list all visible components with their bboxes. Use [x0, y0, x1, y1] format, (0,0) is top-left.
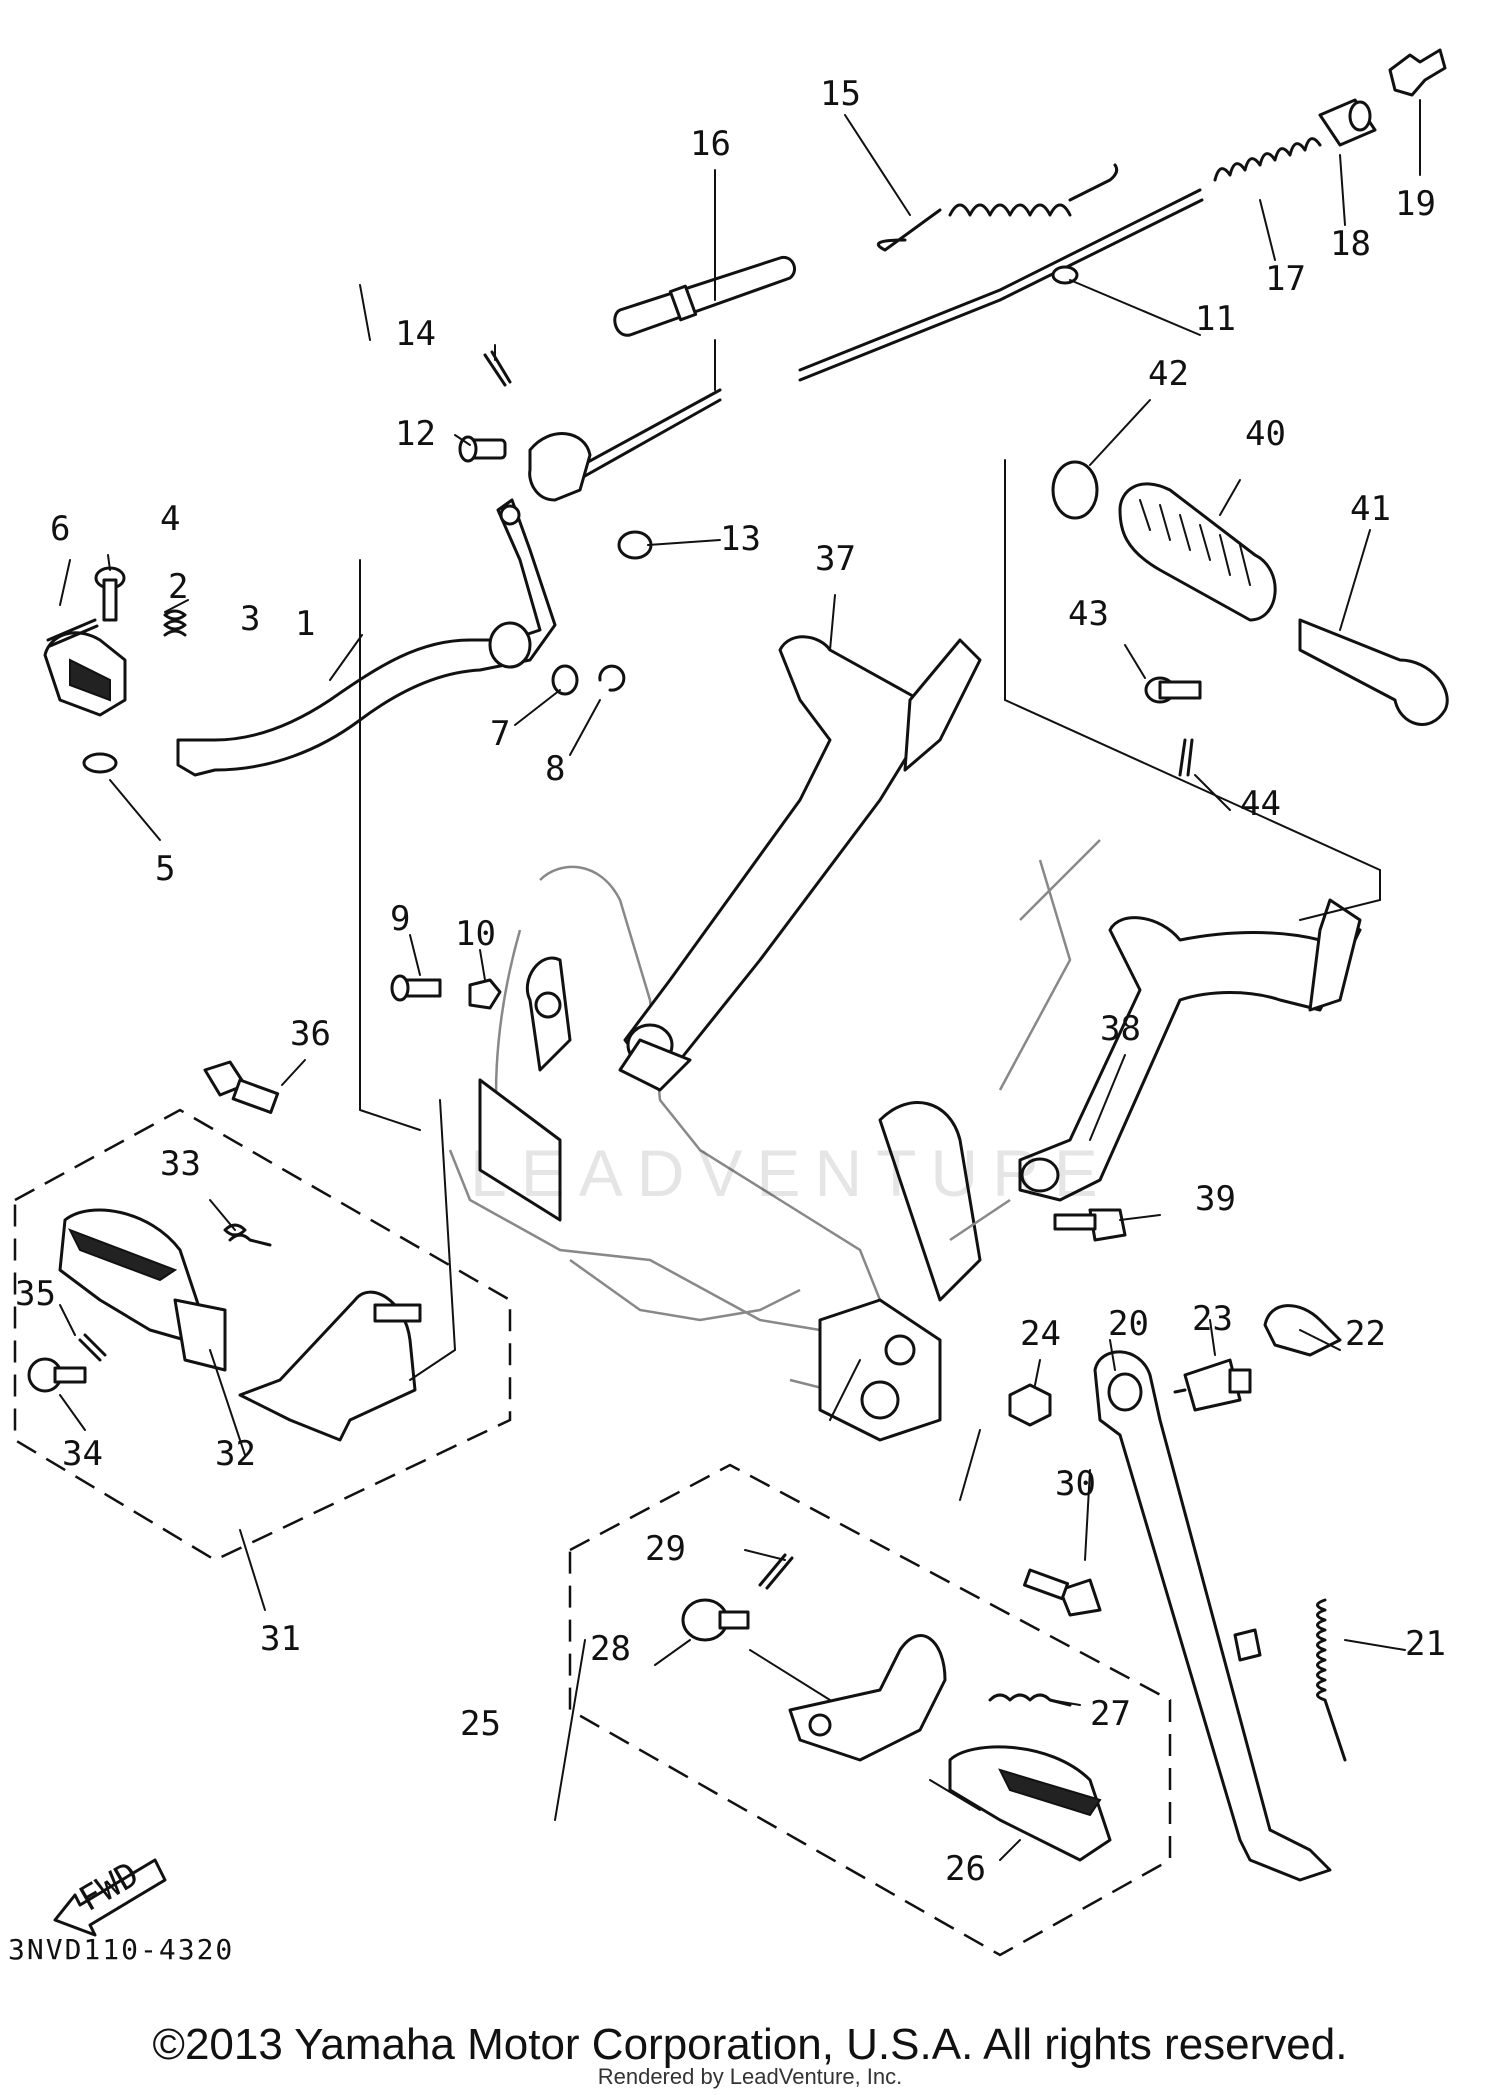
bracket-38-part [1018, 898, 1362, 1202]
nut-10-part [468, 978, 502, 1010]
callout-18: 18 [1330, 224, 1371, 264]
joint-18-part [1318, 98, 1377, 147]
spring-17-part [1213, 137, 1322, 182]
brake-tip-part [43, 631, 127, 717]
spring-33-part [223, 1223, 272, 1247]
callout-17: 17 [1265, 259, 1306, 299]
callout-6: 6 [50, 509, 70, 549]
spring-15-part [876, 163, 1119, 252]
pin-43-part [1144, 676, 1202, 704]
spring-3-part [163, 609, 187, 637]
callout-41: 41 [1350, 489, 1391, 529]
callout-12: 12 [395, 414, 436, 454]
footpeg-26-part [948, 1745, 1112, 1862]
callout-22: 22 [1345, 1314, 1386, 1354]
pin-4-part [94, 566, 126, 622]
callout-23: 23 [1192, 1299, 1233, 1339]
fwd-arrow-icon: FWD [53, 1854, 167, 1937]
callout-13: 13 [720, 519, 761, 559]
wing-nut-19-part [1388, 48, 1447, 97]
callout-11: 11 [1195, 299, 1236, 339]
callout-38: 38 [1100, 1009, 1141, 1049]
copyright-text: ©2013 Yamaha Motor Corporation, U.S.A. A… [152, 2020, 1348, 2069]
bolt-36-part [203, 1060, 280, 1114]
washer-13-part [617, 530, 653, 560]
peg-pin-41-part [1298, 618, 1449, 726]
nut-24-part [1008, 1383, 1052, 1427]
grip-40-part [1118, 482, 1277, 622]
cotter-44-part [1178, 738, 1194, 777]
callout-3: 3 [240, 599, 260, 639]
pin-28-part [681, 1598, 750, 1642]
callout-2: 2 [168, 567, 188, 607]
watermark: LEADVENTURE [470, 1136, 1112, 1210]
callout-10: 10 [455, 914, 496, 954]
callout-1: 1 [295, 604, 315, 644]
callout-40: 40 [1245, 414, 1286, 454]
callout-29: 29 [645, 1529, 686, 1569]
callout-42: 42 [1148, 354, 1189, 394]
diagram-code: 3NVD110-4320 [8, 1933, 235, 1966]
callout-21: 21 [1405, 1624, 1446, 1664]
frame-outline [448, 839, 1101, 1442]
callouts: 1 2 3 4 5 6 7 8 9 10 11 12 13 14 15 16 1… [15, 74, 1446, 1889]
callout-34: 34 [62, 1434, 103, 1474]
bolt-9-part [390, 974, 442, 1002]
washer-7-part [551, 664, 579, 696]
callout-16: 16 [690, 124, 731, 164]
bolt-30-part [1023, 1568, 1102, 1617]
switch-23-part [1173, 1358, 1252, 1412]
callout-31: 31 [260, 1619, 301, 1659]
callout-35: 35 [15, 1274, 56, 1314]
callout-39: 39 [1195, 1179, 1236, 1219]
callout-4: 4 [160, 499, 180, 539]
callout-32: 32 [215, 1434, 256, 1474]
cotter-35-part [78, 1333, 107, 1362]
spring-27-part [988, 1693, 1072, 1707]
washer-42-part [1051, 460, 1099, 520]
callout-27: 27 [1090, 1694, 1131, 1734]
bracket-25-part [788, 1634, 947, 1762]
callout-8: 8 [545, 749, 565, 789]
bolt-39-part [1053, 1208, 1127, 1242]
brake-rod-part [528, 188, 1204, 502]
callout-7: 7 [490, 714, 510, 754]
pin-34-part [27, 1357, 87, 1393]
callout-33: 33 [160, 1144, 201, 1184]
pin-12-part [458, 435, 507, 463]
callout-37: 37 [815, 539, 856, 579]
callout-43: 43 [1068, 594, 1109, 634]
callout-30: 30 [1055, 1464, 1096, 1504]
brake-pedal-part [176, 498, 557, 777]
washer-5-part [82, 752, 118, 774]
kit-31-group [13, 1108, 512, 1562]
callout-19: 19 [1395, 184, 1436, 224]
callout-20: 20 [1108, 1304, 1149, 1344]
rendered-by-text: Rendered by LeadVenture, Inc. [597, 2064, 903, 2089]
callout-5: 5 [155, 849, 175, 889]
cotter-pin-6-part [46, 618, 99, 648]
sidestand-20-part [1093, 1350, 1332, 1882]
callout-28: 28 [590, 1629, 631, 1669]
callout-15: 15 [820, 74, 861, 114]
callout-24: 24 [1020, 1314, 1061, 1354]
callout-14: 14 [395, 314, 436, 354]
callout-44: 44 [1240, 784, 1281, 824]
callout-25: 25 [460, 1704, 501, 1744]
callout-36: 36 [290, 1014, 331, 1054]
sleeve-16-part [613, 255, 796, 337]
spring-21-part [1316, 1598, 1347, 1762]
callout-9: 9 [390, 899, 410, 939]
callout-26: 26 [945, 1849, 986, 1889]
cotter-pin-14-part [483, 350, 512, 387]
circlip-8-part [598, 664, 626, 692]
leader-lines [59, 99, 1421, 1861]
cotter-29-part [758, 1553, 794, 1590]
kit-25-group [568, 1463, 1172, 1957]
bracket-37-part [618, 635, 982, 1092]
